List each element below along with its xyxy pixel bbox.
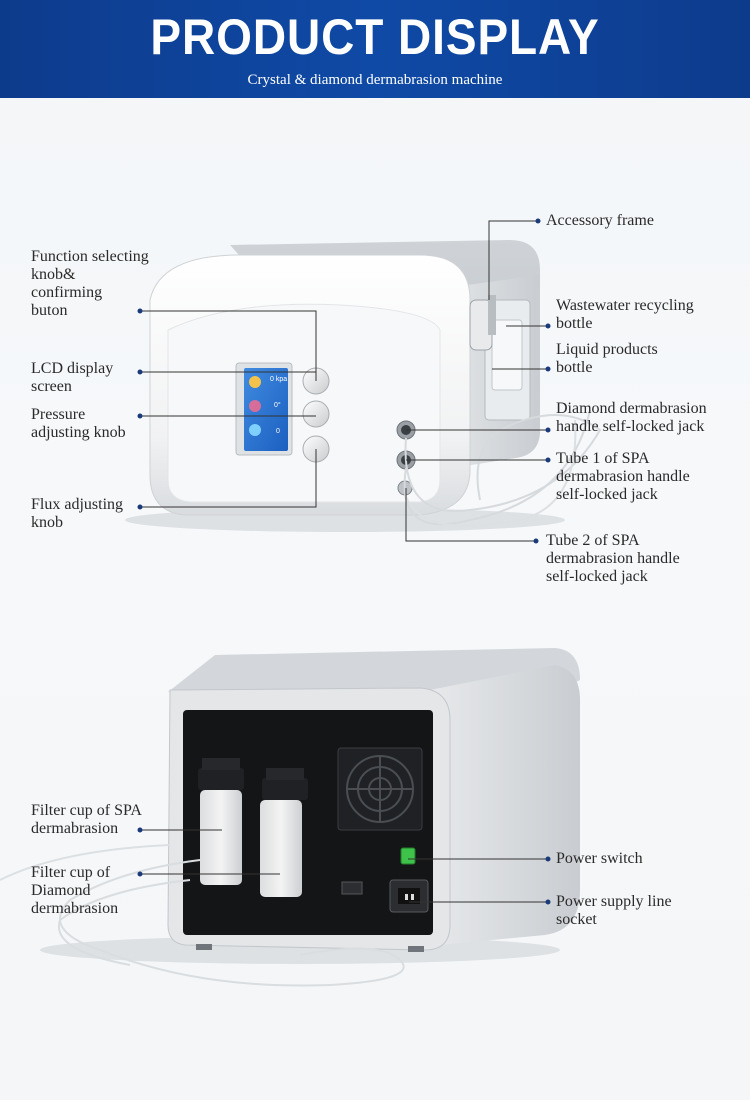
back-callout-dots: [137, 827, 551, 905]
label-tube1: Tube 1 of SPA dermabrasion handle self-l…: [556, 450, 690, 503]
front-machine: [125, 240, 602, 532]
header-banner: PRODUCT DISPLAY Crystal & diamond dermab…: [0, 0, 750, 98]
label-filter-spa: Filter cup of SPA dermabrasion: [31, 802, 142, 837]
back-callouts: [140, 829, 548, 903]
label-accessory-frame: Accessory frame: [546, 212, 654, 229]
lcd-value-1: 0 kpa: [270, 376, 288, 383]
label-power-socket: Power supply line socket: [556, 893, 672, 928]
label-function-knob: Function selecting knob& confirming buto…: [31, 248, 149, 319]
page-title: PRODUCT DISPLAY: [150, 9, 600, 65]
label-liquid: Liquid products bottle: [556, 341, 658, 376]
label-filter-diamond: Filter cup of Diamond dermabrasion: [31, 864, 119, 917]
back-machine: [0, 648, 580, 987]
lcd-value-3: 0: [276, 428, 280, 435]
label-power-switch: Power switch: [556, 850, 643, 867]
label-wastewater: Wastewater recycling bottle: [556, 297, 694, 332]
label-diamond-jack: Diamond dermabrasion handle self-locked …: [556, 400, 707, 435]
label-lcd: LCD display screen: [31, 360, 114, 395]
lcd-value-2: 0°: [274, 402, 281, 409]
label-pressure: Pressure adjusting knob: [31, 406, 126, 441]
label-tube2: Tube 2 of SPA dermabrasion handle self-l…: [546, 532, 680, 585]
front-callout-dots: [137, 218, 551, 544]
page-subtitle: Crystal & diamond dermabrasion machine: [247, 72, 503, 88]
label-flux: Flux adjusting knob: [31, 496, 124, 531]
front-callouts: [140, 220, 548, 542]
